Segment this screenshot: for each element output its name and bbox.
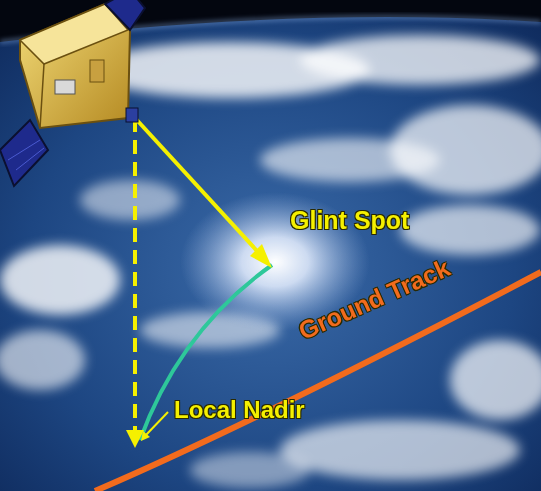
satellite: [0, 0, 145, 186]
nadir-arrowhead: [126, 430, 144, 448]
view-arrowhead: [250, 244, 272, 268]
nadir-line: [133, 118, 137, 432]
ground-track-line: [95, 272, 541, 491]
local-nadir-label: Local Nadir: [174, 396, 305, 424]
glint-spot-label: Glint Spot: [290, 206, 409, 235]
view-arrow: [135, 118, 258, 252]
nadir-leader: [145, 412, 168, 436]
